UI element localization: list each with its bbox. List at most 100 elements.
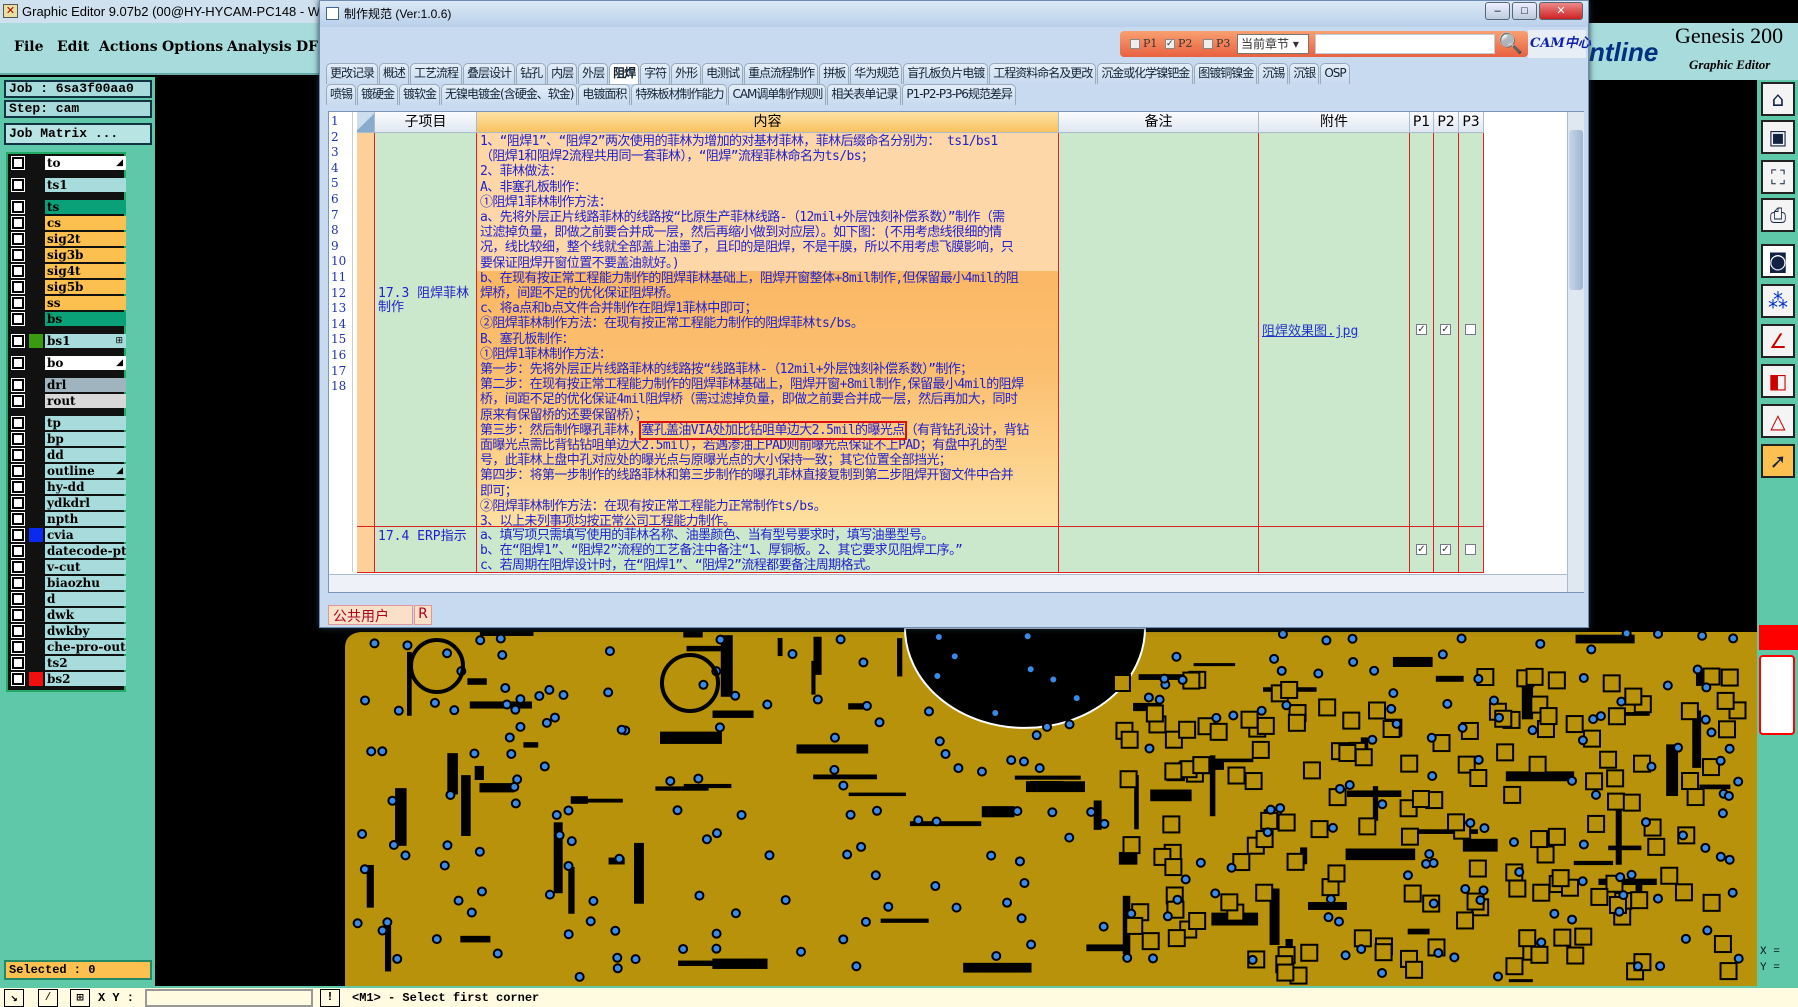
home-icon[interactable]: ⌂ [1761, 82, 1795, 116]
tab-item[interactable]: 更改记录 [326, 63, 379, 84]
p1-checkbox[interactable]: ✓ [1416, 544, 1427, 555]
layer-checkbox[interactable] [11, 394, 25, 408]
layer-checkbox[interactable] [11, 448, 25, 462]
layer-checkbox[interactable] [11, 592, 25, 606]
net-icon[interactable]: ⁂ [1761, 284, 1795, 318]
tab-item[interactable]: 外形 [671, 63, 702, 84]
measure-icon[interactable]: ∠ [1761, 324, 1795, 358]
job-matrix-button[interactable]: Job Matrix ... [4, 123, 152, 145]
layer-row[interactable]: biaozhu [10, 576, 126, 590]
layer-checkbox[interactable] [11, 356, 25, 370]
warning-icon[interactable]: △ [1761, 404, 1795, 438]
column-header[interactable]: P1 [1410, 112, 1434, 133]
p3-checkbox[interactable] [1203, 39, 1213, 49]
tab-item[interactable]: OSP [1320, 63, 1350, 84]
tab-item[interactable]: 重点流程制作 [744, 63, 819, 84]
layer-row[interactable]: dd [10, 448, 126, 462]
p2-checkbox[interactable]: ✓ [1165, 39, 1175, 49]
tab-item[interactable]: 盲孔板负片电镀 [903, 63, 989, 84]
layer-row[interactable]: sig3b [10, 248, 126, 262]
layer-checkbox[interactable] [11, 378, 25, 392]
maximize-button[interactable]: □ [1512, 2, 1537, 20]
tab-item[interactable]: 华为规范 [850, 63, 903, 84]
layer-row[interactable]: tp [10, 416, 126, 430]
tab-item[interactable]: CAM调单制作规则 [728, 84, 827, 105]
layer-checkbox[interactable] [11, 512, 25, 526]
xy-input[interactable] [145, 989, 313, 1007]
p1-checkbox[interactable] [1130, 39, 1140, 49]
layer-checkbox[interactable] [11, 334, 25, 348]
layer-row[interactable]: sig4t [10, 264, 126, 278]
tab-item[interactable]: 镀硬金 [357, 84, 399, 105]
attachment-link[interactable]: 阻焊效果图.jpg [1262, 324, 1359, 339]
layer-checkbox[interactable] [11, 464, 25, 478]
tab-item[interactable]: 阻焊 [609, 63, 640, 84]
tab-item[interactable]: 无镍电镀金(含硬金、软金) [441, 84, 578, 105]
pcb-canvas[interactable] [155, 628, 1757, 986]
layer-checkbox[interactable] [11, 624, 25, 638]
layer-checkbox[interactable] [11, 544, 25, 558]
layer-checkbox[interactable] [11, 528, 25, 542]
tab-item[interactable]: 沉锡 [1258, 63, 1289, 84]
layer-row[interactable]: ts2 [10, 656, 126, 670]
tab-item[interactable]: 电镀面积 [578, 84, 631, 105]
alert-icon[interactable]: ! [320, 989, 340, 1007]
layer-row[interactable]: datecode-pt [10, 544, 126, 558]
layer-row[interactable]: outline◢ [10, 464, 126, 478]
tab-item[interactable]: 镀软金 [399, 84, 441, 105]
tab-item[interactable]: 电测试 [702, 63, 744, 84]
p3-checkbox[interactable] [1465, 544, 1476, 555]
p2-checkbox[interactable]: ✓ [1440, 324, 1451, 335]
layer-row[interactable]: d [10, 592, 126, 606]
horizontal-scrollbar[interactable] [329, 574, 1567, 592]
layer-checkbox[interactable] [11, 656, 25, 670]
layer-row[interactable]: che-pro-out [10, 640, 126, 654]
layer-row[interactable]: dwkby [10, 624, 126, 638]
minimize-button[interactable]: – [1485, 2, 1510, 20]
tab-item[interactable]: 沉金或化学镍钯金 [1097, 63, 1194, 84]
layer-checkbox[interactable] [11, 312, 25, 326]
layer-checkbox[interactable] [11, 296, 25, 310]
corner-cell[interactable] [357, 112, 375, 133]
layer-row[interactable]: ts [10, 200, 126, 214]
tab-item[interactable]: 叠层设计 [463, 63, 516, 84]
tab-item[interactable]: 概述 [379, 63, 410, 84]
column-header[interactable]: P3 [1459, 112, 1484, 133]
grid-tool-icon[interactable]: ⊞ [70, 989, 90, 1007]
p1-checkbox[interactable]: ✓ [1416, 324, 1427, 335]
layer-checkbox[interactable] [11, 264, 25, 278]
column-header[interactable]: P2 [1434, 112, 1459, 133]
layer-checkbox[interactable] [11, 672, 25, 686]
layer-row[interactable]: v-cut [10, 560, 126, 574]
menu-options[interactable]: Options [162, 39, 224, 55]
layer-checkbox[interactable] [11, 416, 25, 430]
layer-checkbox[interactable] [11, 232, 25, 246]
layer-row[interactable]: hy-dd [10, 480, 126, 494]
scope-select[interactable]: 当前章节 ▾ [1237, 34, 1309, 54]
layer-row[interactable]: ss [10, 296, 126, 310]
menu-edit[interactable]: Edit [57, 39, 90, 55]
vertical-scrollbar[interactable] [1567, 112, 1584, 592]
layer-checkbox[interactable] [11, 200, 25, 214]
tab-item[interactable]: 图镀铜镍金 [1194, 63, 1258, 84]
menu-df[interactable]: DF [296, 39, 319, 55]
arrow-tool-icon[interactable]: ↘ [4, 989, 24, 1007]
layer-row[interactable]: sig5b [10, 280, 126, 294]
tab-item[interactable]: 内层 [547, 63, 578, 84]
tab-item[interactable]: 沉银 [1289, 63, 1320, 84]
layer-checkbox[interactable] [11, 432, 25, 446]
layers-icon[interactable]: ◧ [1761, 364, 1795, 398]
menu-file[interactable]: File [14, 39, 44, 55]
layer-row[interactable]: rout [10, 394, 126, 408]
layer-row[interactable]: bs [10, 312, 126, 326]
column-header[interactable]: 备注 [1059, 112, 1259, 133]
tab-item[interactable]: 字符 [640, 63, 671, 84]
layer-checkbox[interactable] [11, 480, 25, 494]
layer-row[interactable]: to◢ [10, 156, 126, 170]
layer-checkbox[interactable] [11, 216, 25, 230]
layer-checkbox[interactable] [11, 248, 25, 262]
tab-item[interactable]: 工程资料命名及更改 [989, 63, 1097, 84]
layer-checkbox[interactable] [11, 496, 25, 510]
layer-checkbox[interactable] [11, 640, 25, 654]
column-header[interactable]: 附件 [1259, 112, 1410, 133]
